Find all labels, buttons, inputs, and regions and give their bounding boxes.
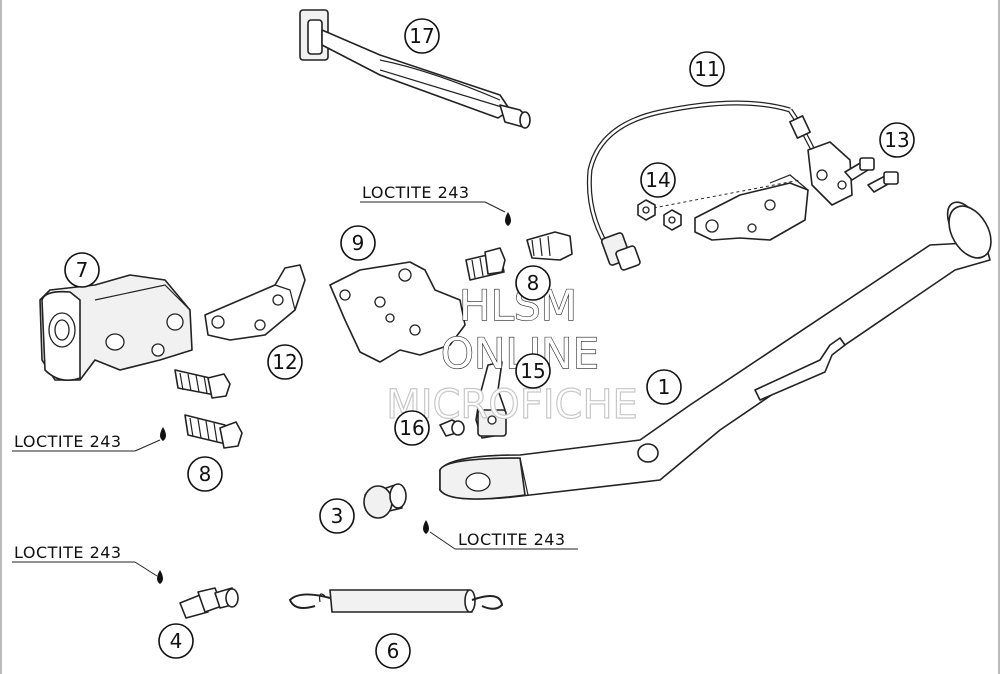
- loctite-label-center: LOCTITE 243: [458, 530, 566, 549]
- part-16-screw[interactable]: [439, 419, 465, 437]
- part-9-plate[interactable]: [329, 261, 466, 363]
- part-14-nuts[interactable]: [637, 199, 682, 231]
- leader-top-slant: [484, 201, 506, 213]
- callout-11[interactable]: 11: [689, 51, 725, 87]
- callout-8-left[interactable]: 8: [187, 456, 223, 492]
- callout-1-label: 1: [658, 375, 671, 399]
- loctite-label-top: LOCTITE 243: [362, 183, 470, 202]
- callout-17-label: 17: [409, 24, 434, 48]
- part-8-bolts-right[interactable]: [465, 231, 573, 281]
- callout-16-label: 16: [399, 416, 424, 440]
- part-12-small-bracket[interactable]: [204, 264, 306, 341]
- callout-9-label: 9: [352, 231, 365, 255]
- part-4-pin[interactable]: [179, 587, 239, 619]
- callout-1[interactable]: 1: [646, 369, 682, 405]
- callout-7-label: 7: [76, 258, 89, 282]
- switch-bracket[interactable]: [647, 174, 809, 241]
- callout-12-label: 12: [272, 350, 297, 374]
- loctite-label-left-low: LOCTITE 243: [14, 543, 122, 562]
- part-8-bolts-left[interactable]: [174, 369, 243, 449]
- loctite-drop-icon: [157, 570, 163, 584]
- leader-left-low-slant: [134, 561, 158, 577]
- callout-6-label: 6: [387, 639, 400, 663]
- callout-17[interactable]: 17: [404, 18, 440, 54]
- callout-7[interactable]: 7: [64, 252, 100, 288]
- callout-8-right-label: 8: [527, 271, 540, 295]
- loctite-label-left-mid: LOCTITE 243: [14, 432, 122, 451]
- callout-3-label: 3: [331, 504, 344, 528]
- callout-14-label: 14: [645, 168, 670, 192]
- part-3-bushing[interactable]: [363, 483, 407, 519]
- callout-16[interactable]: 16: [394, 410, 430, 446]
- callout-4[interactable]: 4: [158, 623, 194, 659]
- part-1-side-stand[interactable]: [439, 196, 1000, 500]
- leader-center-slant: [429, 531, 456, 550]
- callout-3[interactable]: 3: [319, 498, 355, 534]
- watermark-line3: MICROFICHE: [386, 382, 638, 428]
- callout-14[interactable]: 14: [640, 162, 676, 198]
- callout-13[interactable]: 13: [879, 122, 915, 158]
- callout-15[interactable]: 15: [515, 353, 551, 389]
- part-15-lever[interactable]: [475, 361, 507, 439]
- callout-6[interactable]: 6: [375, 633, 411, 669]
- part-7-mounting-block[interactable]: [39, 274, 193, 381]
- part-11-sensor-cable[interactable]: [586, 100, 853, 271]
- callout-13-label: 13: [884, 128, 909, 152]
- callout-12[interactable]: 12: [267, 344, 303, 380]
- callout-11-label: 11: [694, 57, 719, 81]
- part-6-spring[interactable]: [288, 589, 504, 613]
- leader-left-mid-slant: [134, 439, 161, 452]
- part-17-rod[interactable]: [299, 9, 531, 129]
- loctite-drop-icon: [423, 520, 429, 534]
- callout-15-label: 15: [520, 359, 545, 383]
- loctite-drop-icon: [505, 212, 511, 226]
- callout-8-left-label: 8: [199, 462, 212, 486]
- callout-9[interactable]: 9: [340, 225, 376, 261]
- part-13-screws[interactable]: [844, 157, 899, 193]
- loctite-drop-icon: [160, 427, 166, 441]
- callout-8-right[interactable]: 8: [515, 265, 551, 301]
- callout-4-label: 4: [170, 629, 183, 653]
